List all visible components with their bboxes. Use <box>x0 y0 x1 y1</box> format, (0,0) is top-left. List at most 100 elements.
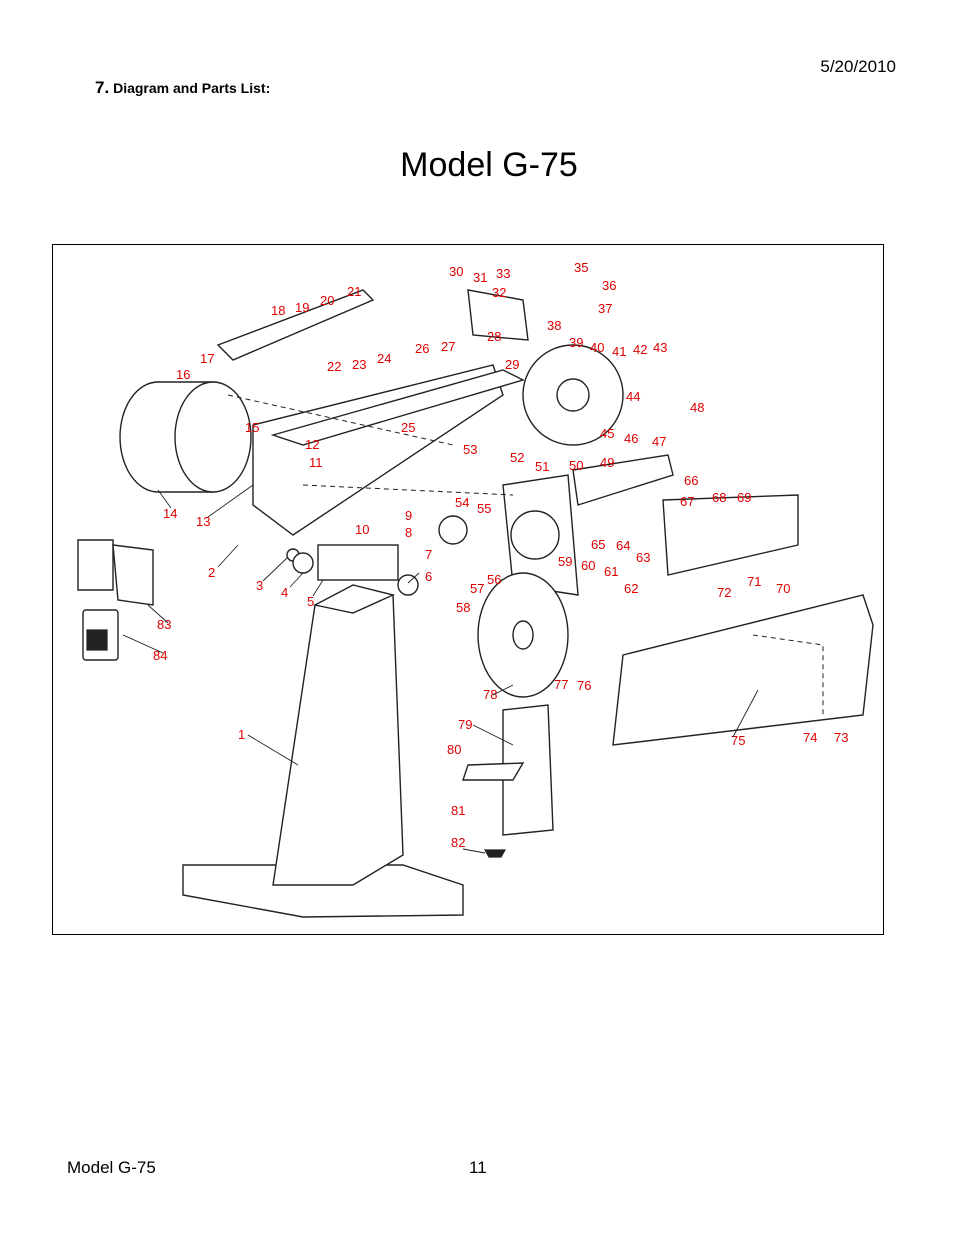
disc-6 <box>397 574 419 596</box>
callout-3: 3 <box>256 578 263 593</box>
callout-49: 49 <box>600 455 614 470</box>
drive-wheel-hub <box>512 620 534 650</box>
callout-6: 6 <box>425 569 432 584</box>
callout-78: 78 <box>483 687 497 702</box>
callout-22: 22 <box>327 359 341 374</box>
callout-60: 60 <box>581 558 595 573</box>
contact-wheel-hub <box>556 378 590 412</box>
section-title: Diagram and Parts List: <box>113 80 271 96</box>
section-heading: 7. Diagram and Parts List: <box>95 78 270 98</box>
callout-68: 68 <box>712 490 726 505</box>
callout-55: 55 <box>477 501 491 516</box>
callout-18: 18 <box>271 303 285 318</box>
callout-52: 52 <box>510 450 524 465</box>
callout-37: 37 <box>598 301 612 316</box>
switch-face <box>86 629 108 651</box>
callout-46: 46 <box>624 431 638 446</box>
callout-24: 24 <box>377 351 391 366</box>
stand-plate <box>462 762 525 781</box>
column-top <box>312 584 396 614</box>
callout-20: 20 <box>320 293 334 308</box>
mount-bracket <box>77 539 114 591</box>
callout-4: 4 <box>281 585 288 600</box>
callout-26: 26 <box>415 341 429 356</box>
guard-opening <box>510 510 560 560</box>
callout-9: 9 <box>405 508 412 523</box>
tool-rest-upper <box>216 289 375 361</box>
footer-model: Model G-75 <box>67 1158 156 1177</box>
callout-11: 11 <box>309 455 323 470</box>
parts-diagram-frame: 1 2 3 4 5 6 7 8 9 10 11 12 13 14 15 16 1… <box>52 244 884 935</box>
bracket-plate <box>467 289 529 341</box>
callout-42: 42 <box>633 342 647 357</box>
assembly-line-2 <box>302 484 514 496</box>
belt-arm <box>270 369 525 446</box>
callout-38: 38 <box>547 318 561 333</box>
callout-labels: 1 2 3 4 5 6 7 8 9 10 11 12 13 14 15 16 1… <box>153 260 848 850</box>
callout-77: 77 <box>554 677 568 692</box>
callout-13: 13 <box>196 514 210 529</box>
callout-36: 36 <box>602 278 616 293</box>
callout-7: 7 <box>425 547 432 562</box>
callout-14: 14 <box>163 506 177 521</box>
callout-75: 75 <box>731 733 745 748</box>
callout-80: 80 <box>447 742 461 757</box>
callout-40: 40 <box>590 340 604 355</box>
footer-page-number: 11 <box>469 1158 487 1177</box>
pulley-54 <box>438 515 468 545</box>
callout-25: 25 <box>401 420 415 435</box>
callout-83: 83 <box>157 617 171 632</box>
callout-62: 62 <box>624 581 638 596</box>
callout-1: 1 <box>238 727 245 742</box>
callout-39: 39 <box>569 335 583 350</box>
callout-65: 65 <box>591 537 605 552</box>
tension-arm <box>572 454 674 506</box>
callout-29: 29 <box>505 357 519 372</box>
platen-block-5 <box>317 544 399 581</box>
callout-45: 45 <box>600 426 614 441</box>
callout-44: 44 <box>626 389 640 404</box>
callout-41: 41 <box>612 344 626 359</box>
callout-70: 70 <box>776 581 790 596</box>
callout-48: 48 <box>690 400 704 415</box>
callout-43: 43 <box>653 340 667 355</box>
callout-64: 64 <box>616 538 630 553</box>
callout-33: 33 <box>496 266 510 281</box>
callout-23: 23 <box>352 357 366 372</box>
machine-drawing <box>77 289 874 918</box>
callout-67: 67 <box>680 494 694 509</box>
callout-63: 63 <box>636 550 650 565</box>
assembly-line-1 <box>227 394 454 446</box>
callout-2: 2 <box>208 565 215 580</box>
callout-73: 73 <box>834 730 848 745</box>
callout-17: 17 <box>200 351 214 366</box>
callout-47: 47 <box>652 434 666 449</box>
callout-53: 53 <box>463 442 477 457</box>
callout-72: 72 <box>717 585 731 600</box>
callout-8: 8 <box>405 525 412 540</box>
callout-76: 76 <box>577 678 591 693</box>
callout-84: 84 <box>153 648 167 663</box>
callout-50: 50 <box>569 458 583 473</box>
leveling-foot <box>483 849 507 858</box>
callout-58: 58 <box>456 600 470 615</box>
callout-16: 16 <box>176 367 190 382</box>
mount-bracket-2 <box>112 544 154 606</box>
accessory-stand <box>502 704 554 836</box>
callout-66: 66 <box>684 473 698 488</box>
column <box>272 594 404 886</box>
callout-54: 54 <box>455 495 469 510</box>
platen-frame <box>252 364 504 536</box>
callout-71: 71 <box>747 574 761 589</box>
exploded-parts-diagram: 1 2 3 4 5 6 7 8 9 10 11 12 13 14 15 16 1… <box>77 260 874 918</box>
callout-30: 30 <box>449 264 463 279</box>
document-date: 5/20/2010 <box>820 57 896 76</box>
belt-guard-plate <box>612 594 874 746</box>
motor-front <box>174 381 252 493</box>
callout-15: 15 <box>245 420 259 435</box>
callout-61: 61 <box>604 564 618 579</box>
callout-82: 82 <box>451 835 465 850</box>
assembly-line-3 <box>752 634 824 715</box>
callout-5: 5 <box>307 594 314 609</box>
callout-35: 35 <box>574 260 588 275</box>
